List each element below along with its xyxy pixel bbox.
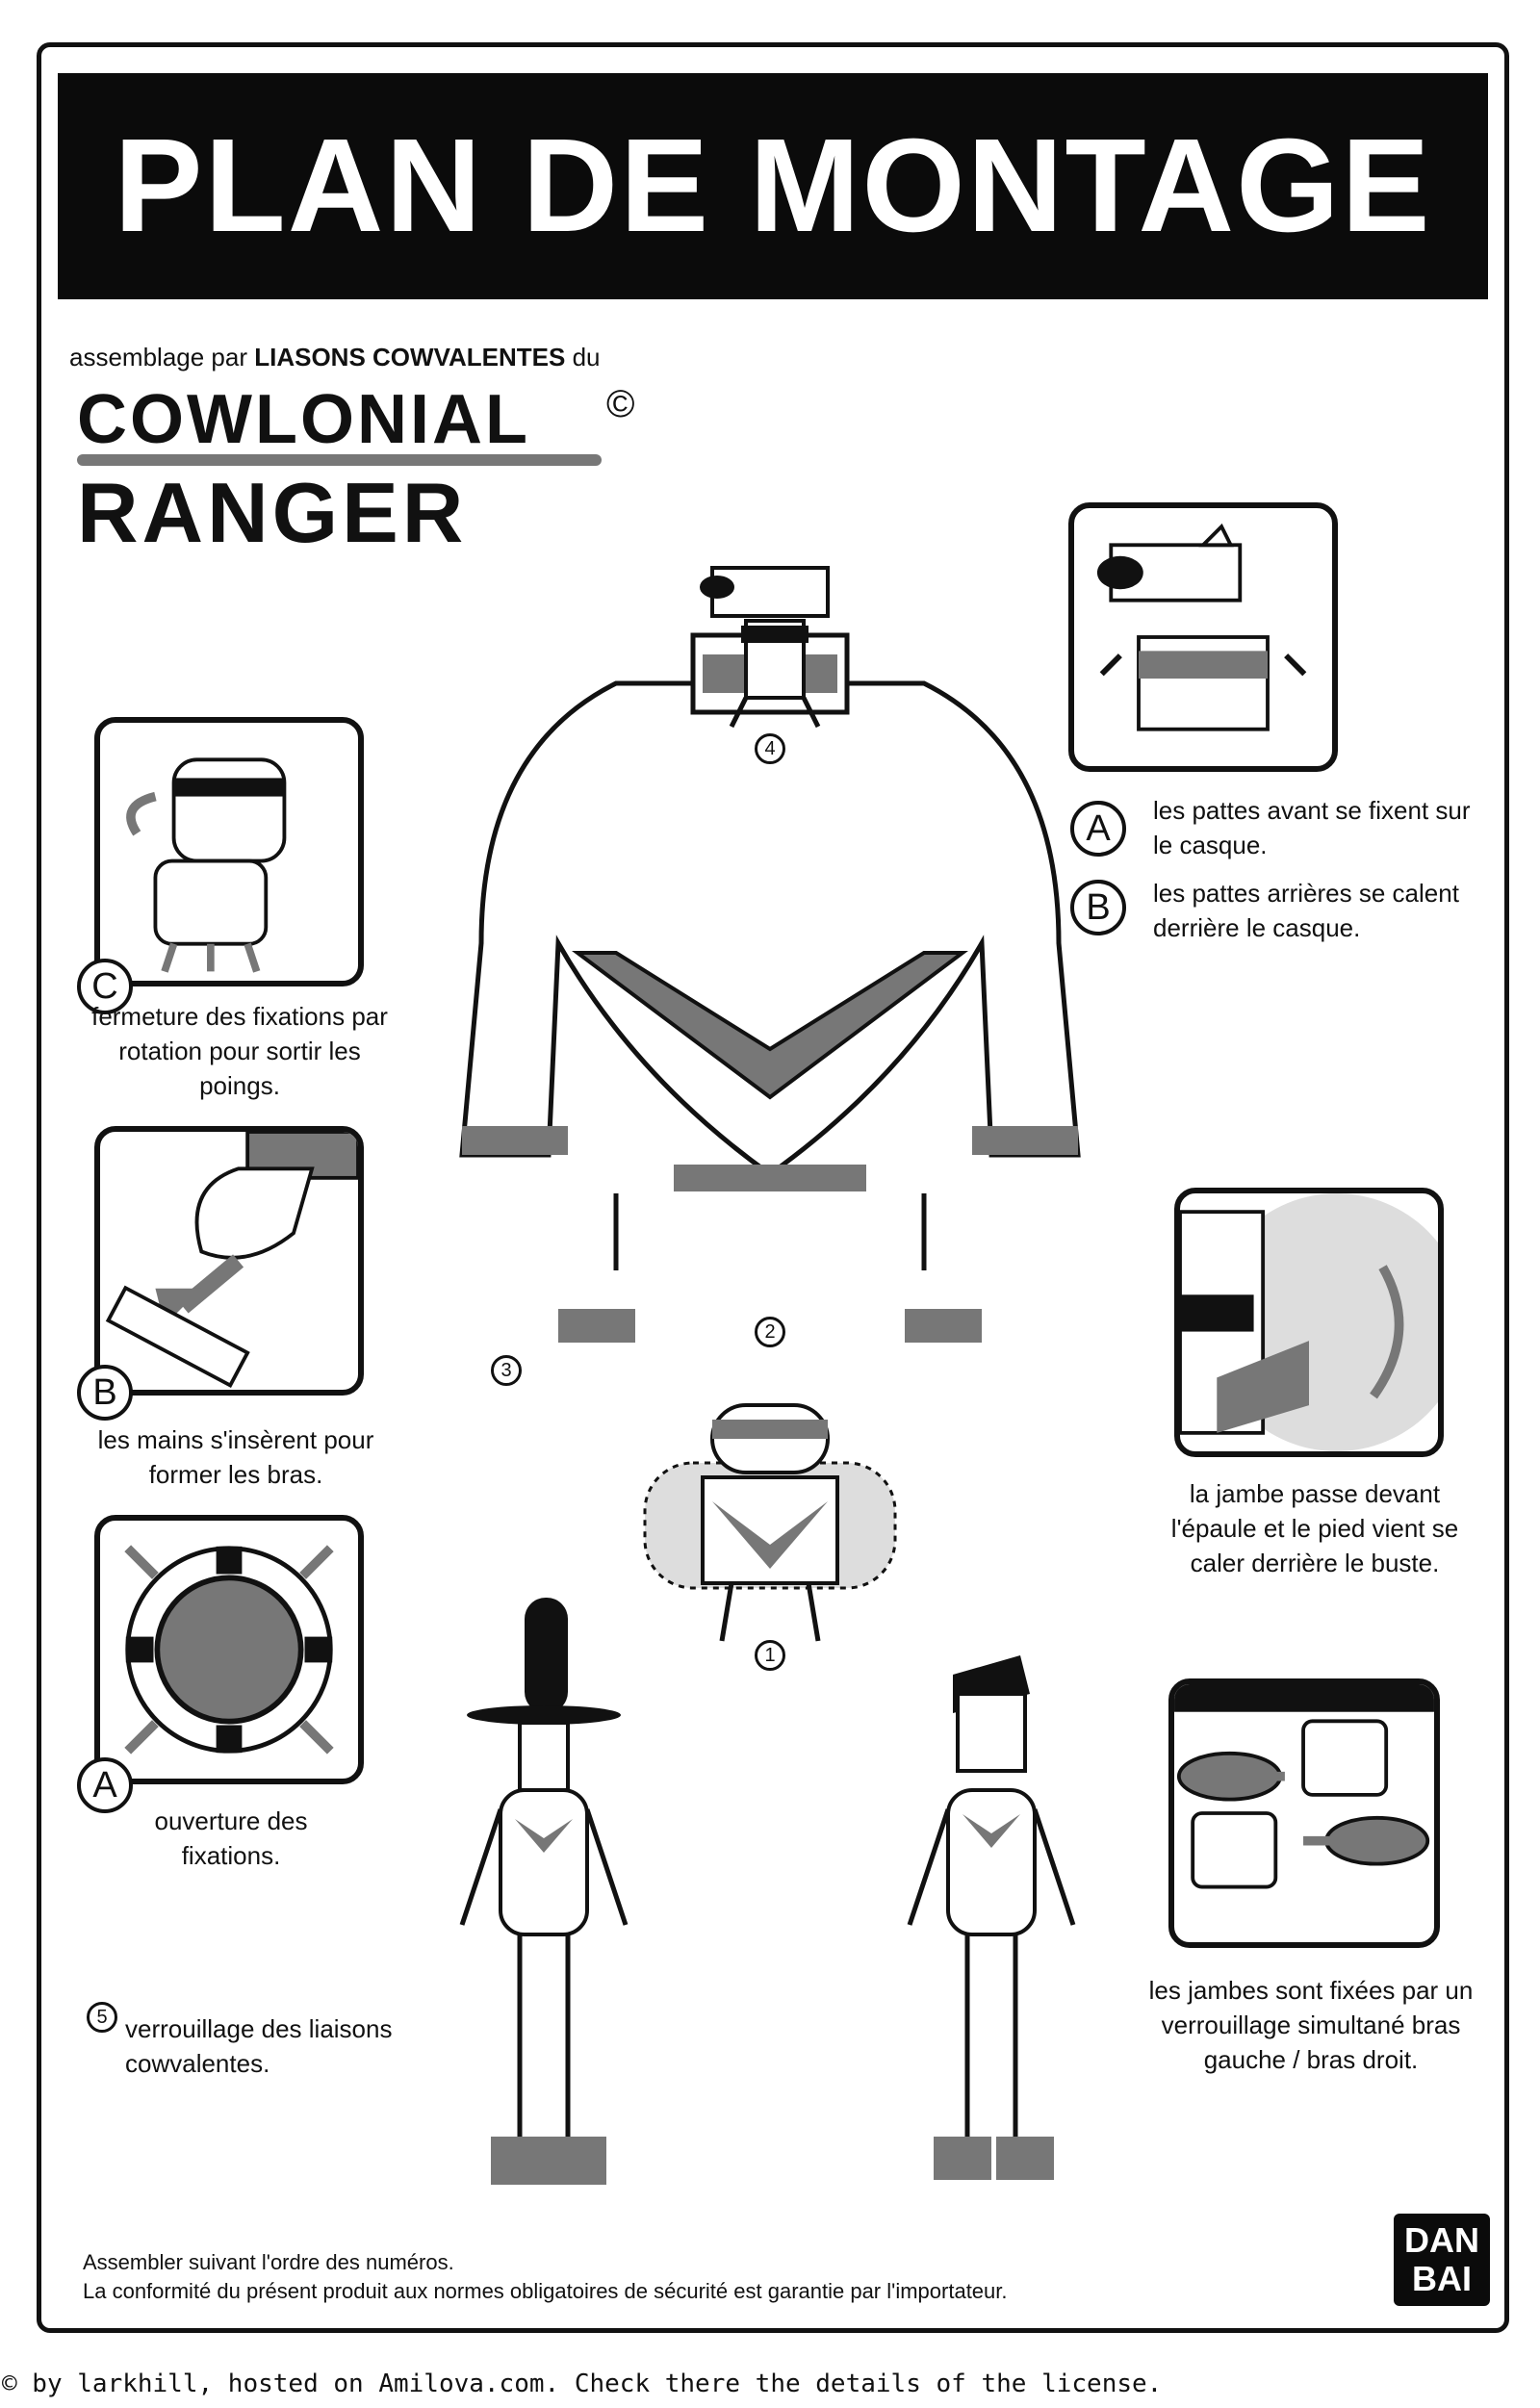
step-num-1: 1 — [755, 1640, 785, 1671]
dog-helmet-illustration — [1096, 523, 1307, 731]
danbai-logo-top: DAN — [1404, 2220, 1479, 2260]
panel-a-fixations — [94, 1515, 364, 1784]
fist-rotation-illustration — [126, 757, 287, 973]
assembled-robot-illustration — [459, 632, 1081, 1343]
step-b-text: les mains s'insèrent pour former les bra… — [97, 1425, 374, 1489]
license-credit: © by larkhill, hosted on Amilova.com. Ch… — [2, 2370, 1163, 2398]
page-title: PLAN DE MONTAGE — [114, 112, 1432, 260]
cowboy-illustration — [459, 1598, 629, 2185]
leg-lock-illustration — [1174, 1684, 1434, 1889]
step-a-badge: A — [77, 1757, 133, 1813]
leg-step-text: la jambe passe devant l'épaule et le pie… — [1170, 1479, 1459, 1577]
small-robot-illustration — [643, 1403, 897, 1642]
footer-line2: La conformité du présent produit aux nor… — [83, 2279, 1008, 2303]
dog-figure — [693, 549, 857, 731]
punk-figure — [886, 1655, 1097, 2194]
step-a-text: ouverture des fixations. — [154, 1806, 308, 1870]
brand-logo-line2: RANGER — [77, 465, 468, 560]
danbai-logo: DAN BAI — [1394, 2214, 1490, 2306]
step-num-2: 2 — [755, 1317, 785, 1347]
fixation-open-illustration — [124, 1545, 334, 1755]
hand-insert-illustration — [105, 1132, 358, 1389]
brand-divider — [77, 454, 602, 466]
lock-step-text: les jambes sont fixées par un verrouilla… — [1148, 1976, 1474, 2074]
panel-leg-shoulder — [1174, 1188, 1444, 1457]
panel-c-rotation — [94, 717, 364, 986]
subtitle-suffix: du — [572, 343, 601, 371]
subtitle: assemblage par LIASONS COWVALENTES du — [69, 343, 600, 372]
panel-leg-lock — [1168, 1678, 1440, 1948]
step-b-badge: B — [77, 1365, 133, 1421]
danbai-logo-bottom: BAI — [1412, 2259, 1472, 2298]
footer-notes: Assembler suivant l'ordre des numéros. L… — [83, 2248, 1008, 2306]
subtitle-bold: LIASONS COWVALENTES — [254, 343, 566, 371]
panel-b-hands — [94, 1126, 364, 1396]
small-robot-figure — [626, 1386, 914, 1675]
punk-illustration — [907, 1655, 1076, 2180]
step-5-text: verrouillage des liaisons cowvalentes. — [125, 2014, 393, 2078]
step-num-3: 3 — [491, 1355, 522, 1386]
subtitle-prefix: assemblage par — [69, 343, 247, 371]
step-c-badge: C — [77, 959, 133, 1014]
right-step-a-badge: A — [1070, 801, 1126, 857]
right-step-a-text: les pattes avant se fixent sur le casque… — [1153, 796, 1471, 859]
panel-helmet-dog — [1068, 502, 1338, 772]
dog-top-illustration — [700, 566, 830, 729]
right-step-b-badge: B — [1070, 880, 1126, 935]
step-num-4: 4 — [755, 733, 785, 764]
right-step-b-text: les pattes arrières se calent derrière l… — [1153, 879, 1459, 942]
leg-over-shoulder-illustration — [1180, 1193, 1438, 1451]
step-5-badge: 5 — [87, 2002, 117, 2033]
footer-line1: Assembler suivant l'ordre des numéros. — [83, 2250, 454, 2274]
brand-logo-line1: COWLONIAL — [77, 381, 530, 458]
brand-copyright: © — [606, 383, 635, 425]
cowboy-figure — [443, 1598, 645, 2194]
big-robot-figure — [424, 539, 1116, 1347]
step-c-text: fermeture des fixations par rotation pou… — [91, 1002, 388, 1100]
title-bar — [58, 73, 1488, 299]
